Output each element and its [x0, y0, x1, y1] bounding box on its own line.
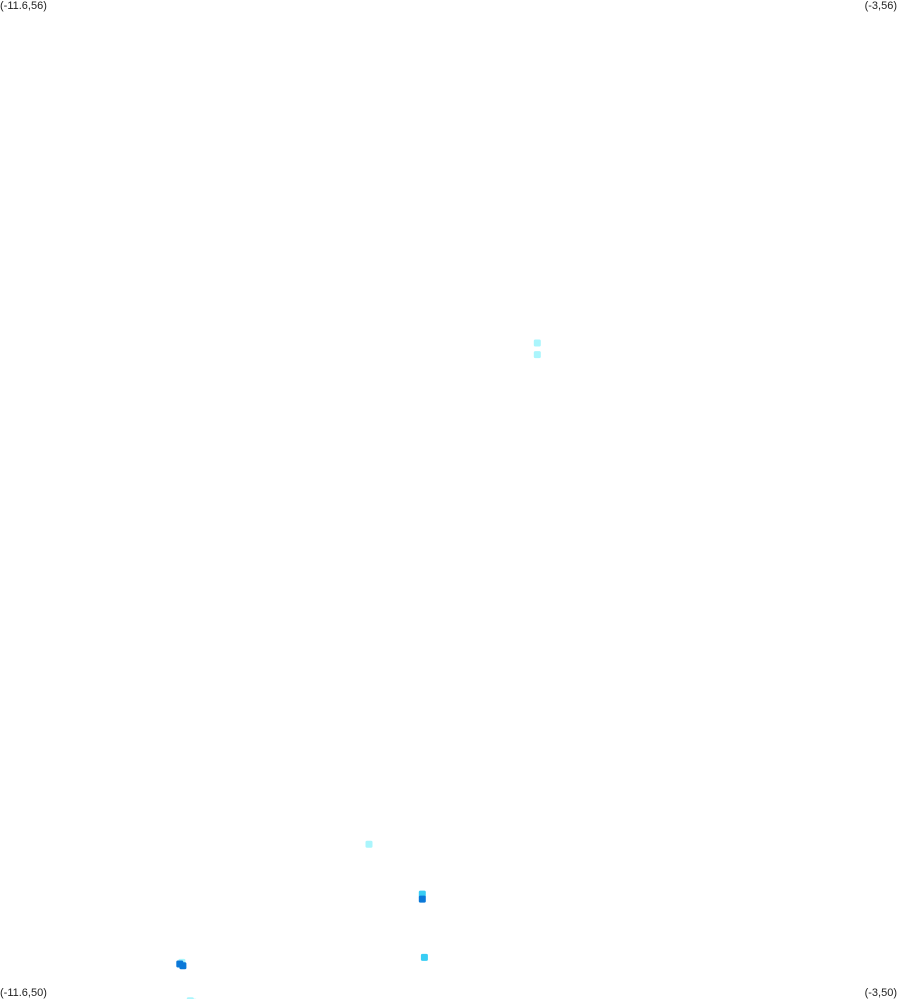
data-point-2: [533, 351, 541, 359]
corner-coordinate-top-right: (-3,56): [864, 0, 897, 12]
data-point-1: [533, 339, 541, 347]
data-point-3: [365, 840, 373, 848]
data-points-layer: [176, 339, 541, 999]
corner-coordinate-top-left: (-11.6,56): [0, 0, 47, 12]
corner-coordinate-bottom-left: (-11.6,50): [0, 987, 47, 999]
corner-coordinate-bottom-right: (-3,50): [864, 987, 897, 999]
data-point-6: [420, 953, 428, 961]
data-point-5: [418, 895, 426, 903]
data-point-9: [179, 962, 187, 970]
